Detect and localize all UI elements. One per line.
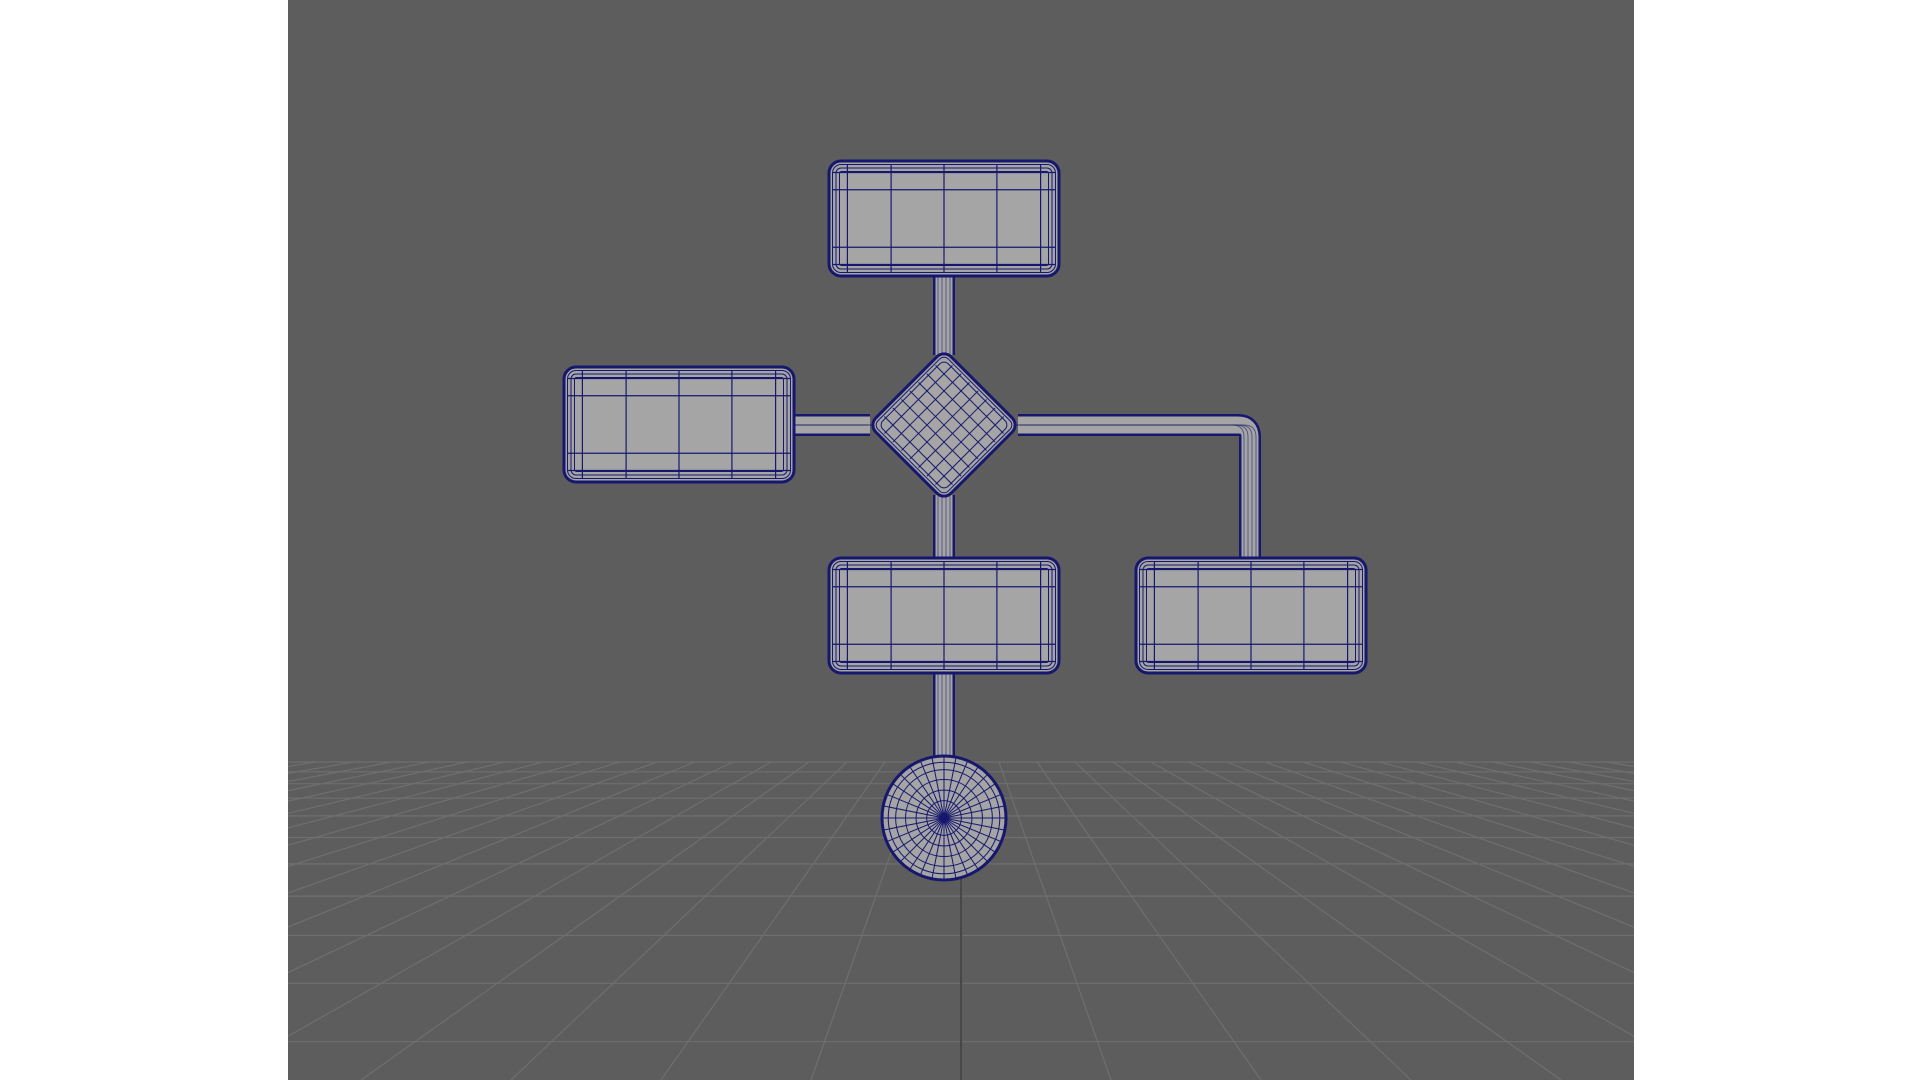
sphere-meridian (892, 783, 945, 819)
grid-line-depth (288, 761, 544, 829)
grid-line-depth (288, 761, 582, 846)
grid-line-depth (1378, 761, 1634, 829)
ground-grid (288, 761, 1634, 1080)
sphere-meridian (943, 773, 989, 819)
grid-line-depth (1036, 761, 1262, 1080)
sphere-meridian (883, 817, 945, 831)
grid-line-depth (998, 761, 1112, 1080)
sphere-meridian (943, 766, 979, 819)
grid-line-depth (1302, 761, 1634, 868)
sphere-meridian (931, 817, 945, 879)
sphere-meridian (899, 773, 945, 819)
box-left (562, 365, 796, 484)
diamond-edge (918, 399, 987, 468)
diamond-bevel (875, 356, 1013, 494)
sphere-meridian (943, 817, 979, 870)
sphere-meridian (943, 760, 969, 819)
viewport-canvas[interactable] (288, 0, 1634, 1080)
sphere-meridian (943, 817, 1005, 831)
sphere-meridian (943, 817, 969, 876)
sphere-meridian (909, 817, 945, 870)
sphere-meridian (909, 766, 945, 819)
sphere-meridian (943, 817, 957, 879)
grid-line-depth (288, 761, 658, 894)
sphere-meridian (919, 817, 945, 876)
sphere-meridian (883, 805, 945, 819)
diamond-edge (884, 416, 953, 485)
box-bottom-right-bevel (1139, 561, 1363, 670)
sphere-meridian (899, 817, 945, 863)
grid-line-depth (1112, 761, 1562, 1080)
sphere-meridian (943, 805, 1005, 819)
box-bottom-center-bevel (832, 561, 1056, 670)
grid-line-depth (1226, 761, 1634, 928)
grid-line-depth (1340, 761, 1634, 846)
sphere-end (880, 754, 1008, 882)
sphere-meridian (886, 793, 945, 819)
diamond-edge (892, 407, 962, 477)
mesh-objects (562, 159, 1368, 882)
sphere-meridian (943, 757, 957, 819)
grid-line-depth (1074, 761, 1412, 1080)
box-top-bevel (832, 164, 1056, 273)
grid-line-depth (288, 761, 696, 928)
diamond-edge (901, 399, 970, 468)
grid-line-depth (1264, 761, 1634, 894)
grid-line-depth (1188, 761, 1634, 974)
grid-line-depth (288, 761, 620, 868)
sphere-meridian (943, 783, 996, 819)
grid-line-depth (288, 761, 734, 974)
box-top (827, 159, 1061, 278)
diamond-edge (935, 416, 1004, 485)
grid-line-depth (1150, 761, 1634, 1037)
box-bottom-center (827, 556, 1061, 675)
sphere-meridian (943, 817, 996, 853)
grid-line-depth (360, 761, 810, 1080)
sphere-meridian (943, 817, 1002, 843)
diamond-edge (909, 390, 979, 460)
sphere-meridian (886, 817, 945, 843)
box-left-bevel (567, 370, 791, 479)
grid-line-depth (288, 761, 772, 1037)
box-bottom-right (1134, 556, 1368, 675)
sphere-meridian (943, 817, 989, 863)
sphere-meridian (943, 793, 1002, 819)
sphere-meridian (892, 817, 945, 853)
grid-line-depth (660, 761, 886, 1080)
connector-pipes (786, 275, 1261, 760)
viewport-panel[interactable] (288, 0, 1634, 1080)
pipe-right-edge (1024, 424, 1257, 560)
diamond-edge (926, 407, 996, 477)
grid-line-depth (510, 761, 848, 1080)
diamond-center (871, 352, 1017, 498)
sphere-meridian (931, 757, 945, 819)
sphere-meridian (919, 760, 945, 819)
